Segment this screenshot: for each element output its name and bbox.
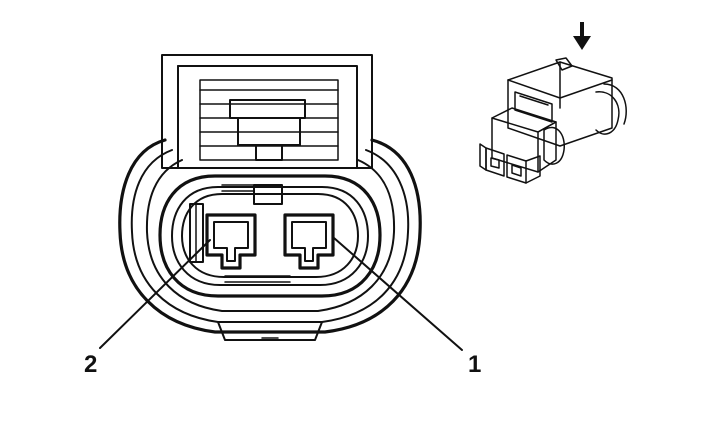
locking-tab (161, 54, 373, 169)
terminal-cavity-1 (283, 213, 335, 270)
connector-body-outline (118, 138, 422, 341)
pin-label-1: 1 (468, 351, 481, 378)
connector-perspective-icon (479, 22, 627, 184)
leader-line-pin-2 (99, 239, 211, 349)
leader-line-pin-1 (333, 237, 463, 351)
connector-face-view: 2 1 (84, 54, 481, 378)
terminal-cavity-2 (205, 213, 257, 270)
pin-label-2: 2 (84, 351, 97, 378)
connector-inner-face (158, 174, 382, 298)
leader-lines (99, 237, 463, 351)
arrow-down-icon (573, 22, 591, 50)
